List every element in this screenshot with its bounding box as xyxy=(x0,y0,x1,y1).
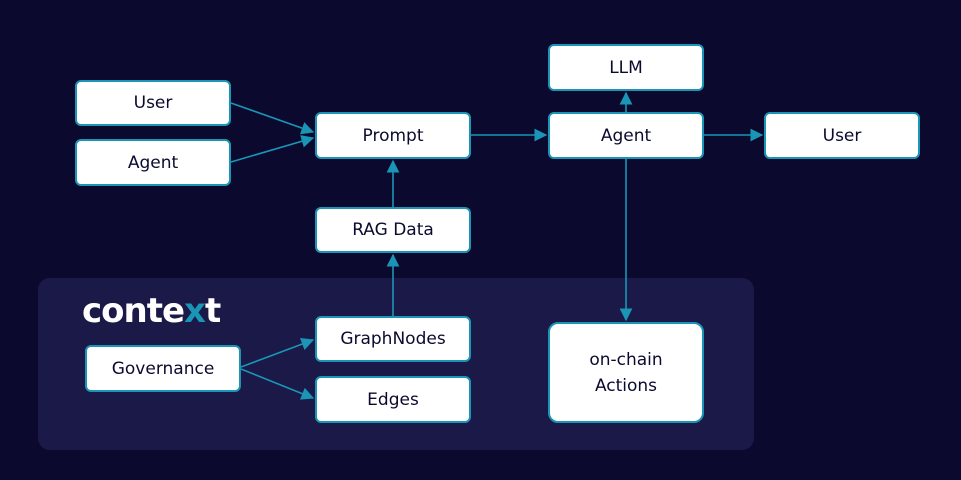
agent-input-node[interactable]: Agent xyxy=(75,139,231,186)
governance-node[interactable]: Governance xyxy=(85,345,241,392)
logo-text-start: conte xyxy=(82,291,185,331)
logo-text-end: t xyxy=(204,291,221,331)
prompt-node[interactable]: Prompt xyxy=(315,112,471,159)
graphnodes-node[interactable]: GraphNodes xyxy=(315,316,471,362)
agent-node[interactable]: Agent xyxy=(548,112,704,159)
llm-node[interactable]: LLM xyxy=(548,44,704,91)
edge-agent-to-prompt xyxy=(230,135,315,163)
user-input-node[interactable]: User xyxy=(75,80,231,126)
logo-text-x: x xyxy=(184,291,206,331)
rag-data-node[interactable]: RAG Data xyxy=(315,207,471,253)
user-output-node[interactable]: User xyxy=(764,112,920,159)
onchain-actions-node[interactable]: on-chain Actions xyxy=(548,322,704,423)
edge-user-to-prompt xyxy=(230,102,315,135)
edges-node[interactable]: Edges xyxy=(315,376,471,423)
